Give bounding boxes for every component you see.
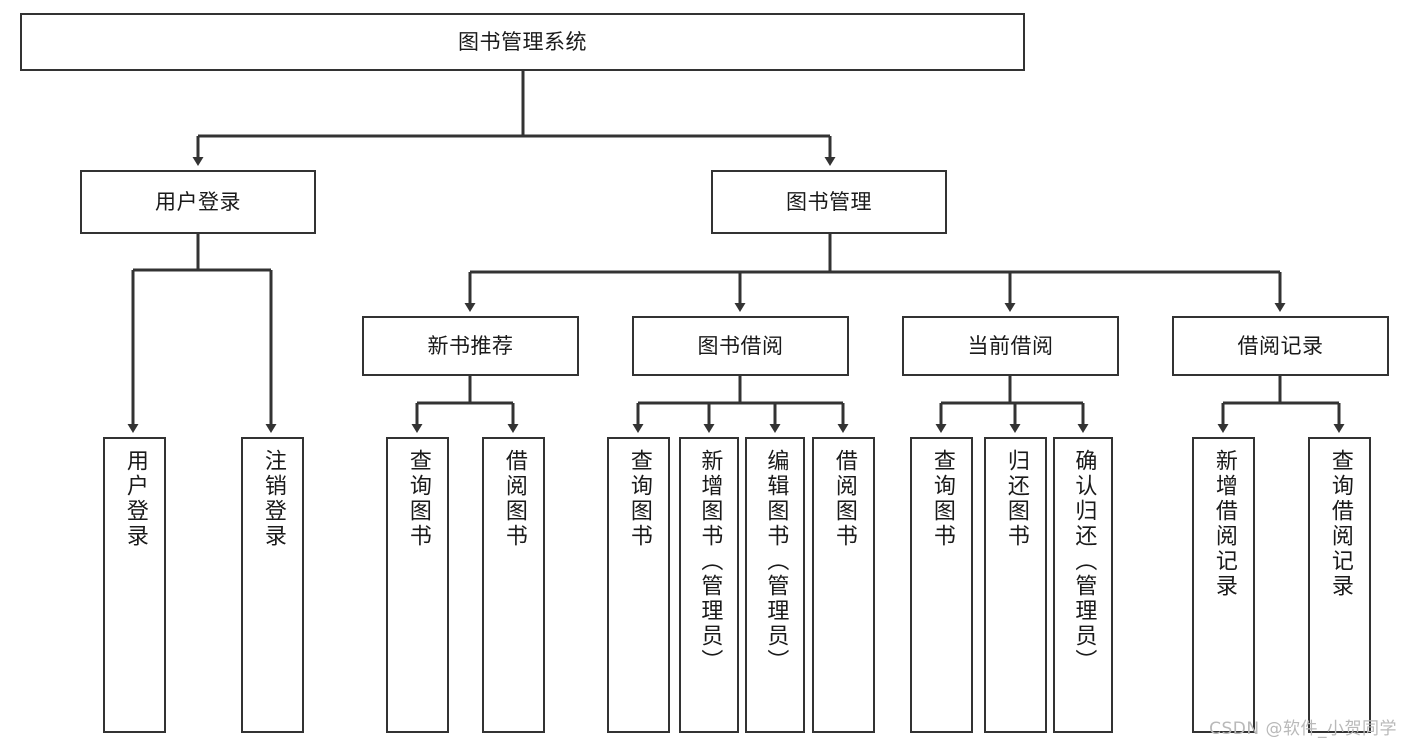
node-current-borrow[interactable]: 当前借阅 bbox=[902, 316, 1119, 376]
leaf-query-book-cur[interactable]: 查询图书 bbox=[910, 437, 973, 733]
leaf-add-record[interactable]: 新增借阅记录 bbox=[1192, 437, 1255, 733]
leaf-user-login-label: 用户登录 bbox=[122, 449, 148, 549]
leaf-query-record-label: 查询借阅记录 bbox=[1327, 449, 1353, 599]
leaf-add-record-label: 新增借阅记录 bbox=[1211, 449, 1237, 599]
leaf-borrow-book-label: 借阅图书 bbox=[831, 449, 857, 549]
node-borrow-record[interactable]: 借阅记录 bbox=[1172, 316, 1389, 376]
node-book-borrow[interactable]: 图书借阅 bbox=[632, 316, 849, 376]
node-current-borrow-label: 当前借阅 bbox=[967, 333, 1054, 358]
node-root[interactable]: 图书管理系统 bbox=[20, 13, 1025, 71]
node-user-login[interactable]: 用户登录 bbox=[80, 170, 316, 234]
leaf-confirm-return-label: 确认归还（管理员） bbox=[1071, 449, 1097, 674]
leaf-query-book-rec[interactable]: 查询图书 bbox=[386, 437, 449, 733]
leaf-query-book-rec-label: 查询图书 bbox=[405, 449, 431, 549]
leaf-borrow-book[interactable]: 借阅图书 bbox=[812, 437, 875, 733]
leaf-add-book[interactable]: 新增图书（管理员） bbox=[679, 437, 739, 733]
node-new-book-rec[interactable]: 新书推荐 bbox=[362, 316, 579, 376]
leaf-query-record[interactable]: 查询借阅记录 bbox=[1308, 437, 1371, 733]
leaf-edit-book-label: 编辑图书（管理员） bbox=[763, 449, 789, 674]
leaf-query-book-borrow-label: 查询图书 bbox=[626, 449, 652, 549]
node-borrow-record-label: 借阅记录 bbox=[1237, 333, 1324, 358]
node-user-login-label: 用户登录 bbox=[155, 189, 241, 214]
leaf-return-book[interactable]: 归还图书 bbox=[984, 437, 1047, 733]
leaf-borrow-book-rec-label: 借阅图书 bbox=[501, 449, 527, 549]
node-book-manage-label: 图书管理 bbox=[786, 189, 872, 214]
leaf-logout[interactable]: 注销登录 bbox=[241, 437, 304, 733]
node-new-book-rec-label: 新书推荐 bbox=[427, 333, 514, 358]
watermark: CSDN @软件_小贺同学 bbox=[1209, 719, 1397, 739]
leaf-add-book-label: 新增图书（管理员） bbox=[697, 449, 723, 674]
leaf-logout-label: 注销登录 bbox=[260, 449, 286, 549]
leaf-confirm-return[interactable]: 确认归还（管理员） bbox=[1053, 437, 1113, 733]
leaf-return-book-label: 归还图书 bbox=[1003, 449, 1029, 549]
node-root-label: 图书管理系统 bbox=[458, 29, 587, 54]
leaf-query-book-borrow[interactable]: 查询图书 bbox=[607, 437, 670, 733]
node-book-manage[interactable]: 图书管理 bbox=[711, 170, 947, 234]
leaf-user-login[interactable]: 用户登录 bbox=[103, 437, 166, 733]
leaf-edit-book[interactable]: 编辑图书（管理员） bbox=[745, 437, 805, 733]
leaf-query-book-cur-label: 查询图书 bbox=[929, 449, 955, 549]
leaf-borrow-book-rec[interactable]: 借阅图书 bbox=[482, 437, 545, 733]
node-book-borrow-label: 图书借阅 bbox=[697, 333, 784, 358]
